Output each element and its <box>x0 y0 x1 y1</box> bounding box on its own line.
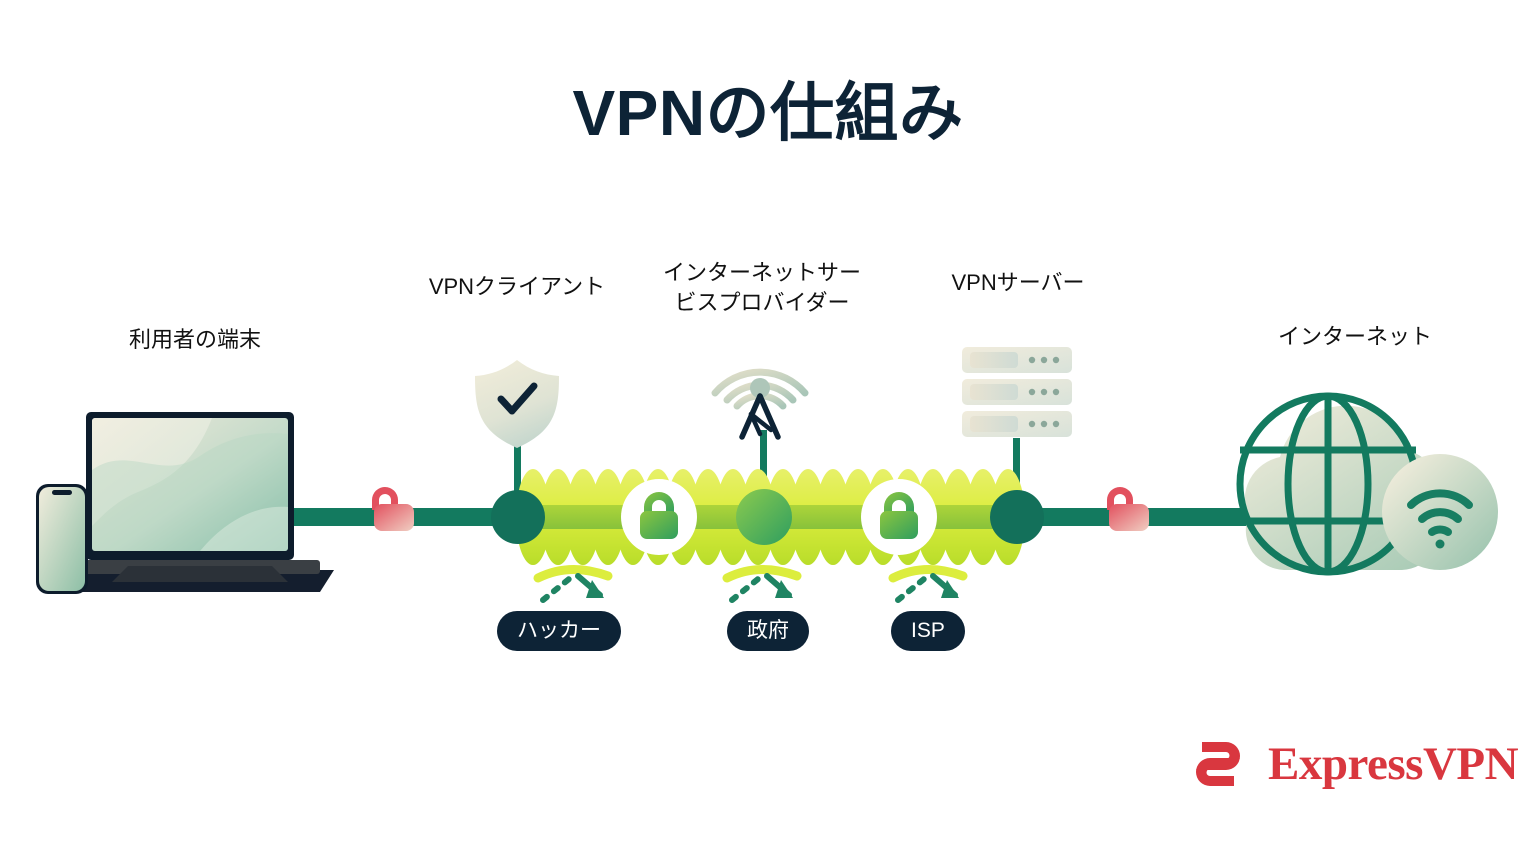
label-user-device: 利用者の端末 <box>128 327 261 352</box>
lock-open-icon-left <box>372 487 414 531</box>
globe-wifi-cloud-icon <box>1236 392 1498 576</box>
tunnel-node-middle <box>736 489 792 545</box>
expressvpn-logo[interactable]: ExpressVPN <box>1182 728 1519 800</box>
label-isp-line2: ビスプロバイダー <box>674 289 850 315</box>
label-isp: インターネットサー ビスプロバイダー <box>640 258 884 317</box>
laptop-and-phone-icon <box>36 412 334 594</box>
server-stack-icon <box>962 347 1072 437</box>
lock-closed-icon-2 <box>861 479 937 555</box>
tunnel-node-left <box>491 490 545 544</box>
threat-pill-isp[interactable]: ISP <box>891 611 965 651</box>
expressvpn-logo-icon <box>1196 742 1240 786</box>
threat-pill-government[interactable]: 政府 <box>727 611 809 651</box>
radio-tower-icon <box>711 368 809 440</box>
page-title: VPNの仕組み <box>572 77 964 149</box>
shield-check-icon <box>475 360 559 448</box>
threat-arrows <box>533 564 968 603</box>
label-internet: インターネット <box>1277 324 1432 349</box>
lock-open-icon-right <box>1107 487 1149 531</box>
label-isp-line1: インターネットサー <box>662 260 861 285</box>
lock-closed-icon-1 <box>621 479 697 555</box>
encrypted-tunnel <box>491 469 1044 565</box>
label-vpn-server: VPNサーバー <box>951 270 1085 295</box>
threat-pill-hacker[interactable]: ハッカー <box>497 611 621 651</box>
tunnel-node-right <box>990 490 1044 544</box>
wifi-icon <box>1407 489 1473 549</box>
label-vpn-client: VPNクライアント <box>428 274 606 299</box>
expressvpn-wordmark: ExpressVPN <box>1268 738 1519 790</box>
